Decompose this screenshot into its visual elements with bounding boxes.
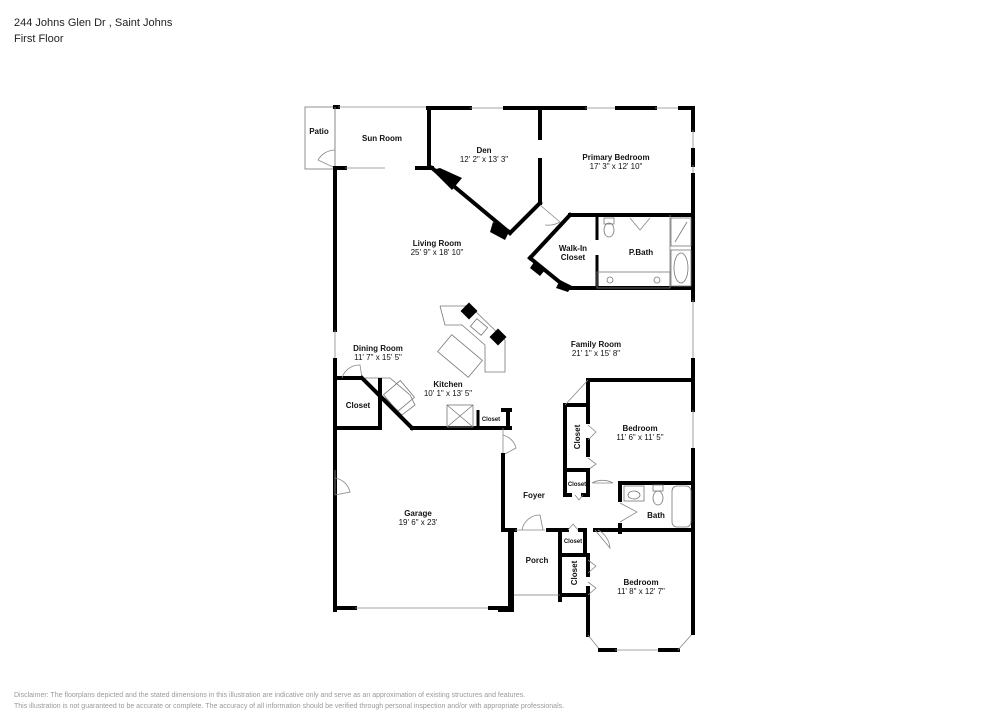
property-address: 244 Johns Glen Dr , Saint Johns [14,17,173,29]
label-kitchen: Kitchen [433,380,462,389]
floor-label: First Floor [14,33,64,45]
label-walk-in-closet-1: Walk-In [559,244,587,253]
label-bedroom-3: Bedroom [623,578,658,587]
label-patio: Patio [309,127,329,136]
label-porch: Porch [526,556,549,565]
label-closet-bedroom-3: Closet [570,560,579,585]
label-p-bath: P.Bath [629,248,653,257]
label-garage: Garage [404,509,432,518]
label-closet-bedroom-2: Closet [573,424,582,449]
kitchen-counters [365,302,507,416]
label-living-room: Living Room [413,239,461,248]
dims-bedroom-3: 11' 8" x 12' 7" [617,587,665,596]
label-family-room: Family Room [571,340,621,349]
label-bedroom-2: Bedroom [622,424,657,433]
dims-family-room: 21' 1" x 15' 8" [572,349,620,358]
patio-door [317,149,336,169]
dims-kitchen: 10' 1" x 13' 5" [424,389,472,398]
dims-living-room: 25' 9" x 18' 10" [411,248,464,257]
label-bath: Bath [647,511,665,520]
disclaimer: Disclaimer: The floorplans depicted and … [14,690,564,712]
dims-bedroom-2: 11' 6" x 11' 5" [616,433,663,442]
label-closet-foyer: Closet [568,482,586,488]
label-closet-hall: Closet [564,539,582,545]
dims-primary-bedroom: 17' 3" x 12' 10" [590,162,643,171]
dims-den: 12' 2" x 13' 3" [460,155,508,164]
label-closet-dining: Closet [346,401,371,410]
dims-dining-room: 11' 7" x 15' 5" [354,353,402,362]
label-dining-room: Dining Room [353,344,403,353]
patio-outline [304,106,336,170]
dims-garage: 19' 6" x 23' [399,518,438,527]
label-foyer: Foyer [523,491,545,500]
page-header: 244 Johns Glen Dr , Saint Johns First Fl… [14,15,172,47]
disclaimer-line-1: Disclaimer: The floorplans depicted and … [14,692,526,699]
label-walk-in-closet-2: Closet [561,253,586,262]
label-closet-kitchen: Closet [482,417,500,423]
label-den: Den [476,146,491,155]
label-primary-bedroom: Primary Bedroom [582,153,649,162]
label-sun-room: Sun Room [362,134,402,143]
